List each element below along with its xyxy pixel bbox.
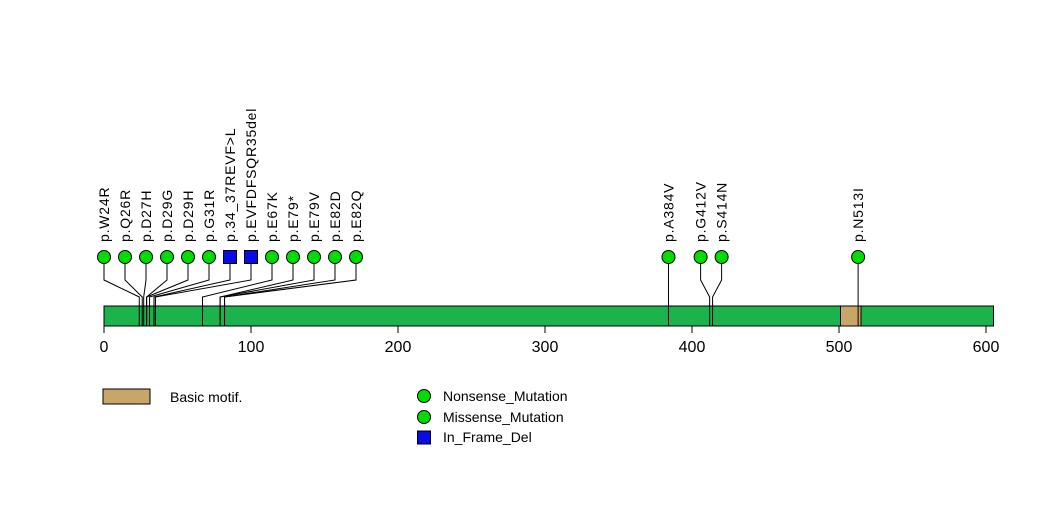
mutation-point-square [244,250,258,264]
mutation-point-circle [181,250,195,264]
axis-tick-label: 200 [385,339,412,356]
mutation-point-square [223,250,237,264]
mutation-label: p.S414N [714,182,730,242]
mutation-labels-layer: p.W24R p.Q26R p.D27H p.D29G p.D29H p.G31R p.34… [96,108,866,242]
mutation-connector [712,263,723,326]
mutation-label: p.34_37REVF>L [222,128,238,242]
mutation-connector [153,263,231,326]
mutation-points-layer [97,250,866,264]
in-frame-del-label: In_Frame_Del [443,429,532,445]
mutation-connector [143,263,147,326]
mutation-label: p.W24R [96,187,112,242]
mutation-connector [219,263,315,326]
axis-tick-label: 0 [100,339,109,356]
mutation-connector [700,263,711,326]
mutation-label: p.EVFDFSQR35del [243,108,259,242]
mutation-point-circle [202,250,216,264]
mutation-point-circle [328,250,342,264]
x-axis-layer: 0 100 200 300 400 500 600 [100,326,1000,356]
mutation-label: p.E82D [327,191,343,243]
mutation-label: p.D29G [159,189,175,242]
mutation-connector [154,263,252,326]
mutation-connector [149,263,210,326]
mutation-point-circle [139,250,153,264]
mutation-label: p.E82Q [348,190,364,242]
in-frame-del-marker [417,430,431,445]
protein-backbone [103,305,994,327]
mutation-label: p.E79* [285,195,301,242]
missense-mutation-marker [417,410,431,424]
mutation-point-circle [307,250,321,264]
mutation-label: p.D27H [138,190,154,242]
mutation-connector [201,263,273,326]
domain-basic-motif [839,305,862,327]
mutation-label: p.Q26R [117,189,133,242]
mutation-point-circle [693,250,708,264]
mutation-point-circle [265,250,279,264]
axis-tick-label: 100 [238,339,265,356]
mutation-label: p.E79V [306,191,322,242]
mutation-point-circle [160,250,174,264]
mutation-point-circle [661,250,676,264]
mutation-label: p.D29H [180,190,196,242]
mutation-connector [146,263,189,326]
nonsense-mutation-marker [417,389,431,403]
axis-tick-label: 300 [532,339,559,356]
missense-mutation-label: Missense_Mutation [443,409,564,425]
mutation-point-circle [349,250,363,264]
axis-tick-label: 600 [973,339,1000,356]
mutation-label: p.G31R [201,189,217,242]
mutation-point-circle [851,250,866,264]
axis-tick-label: 400 [679,339,706,356]
axis-tick-label: 500 [826,339,853,356]
mutation-label: p.E67K [264,191,280,242]
mutation-point-circle [97,250,111,264]
mutation-point-circle [286,250,300,264]
basic-motif-swatch [102,388,151,405]
mutation-point-circle [714,250,729,264]
mutation-connector [124,263,143,326]
mutation-label: p.A384V [660,183,676,242]
mutation-connector [103,263,140,326]
mutation-label: p.N513I [850,187,866,242]
protein-backbone-layer [103,305,994,327]
nonsense-mutation-label: Nonsense_Mutation [443,388,568,404]
mutation-connectors-layer [103,263,859,326]
mutation-connector [224,263,357,326]
legend: Basic motif. Nonsense_Mutation Missense_… [102,388,568,445]
basic-motif-legend-label: Basic motif. [170,389,242,405]
mutation-label: p.G412V [693,181,709,242]
mutation-point-circle [118,250,132,264]
